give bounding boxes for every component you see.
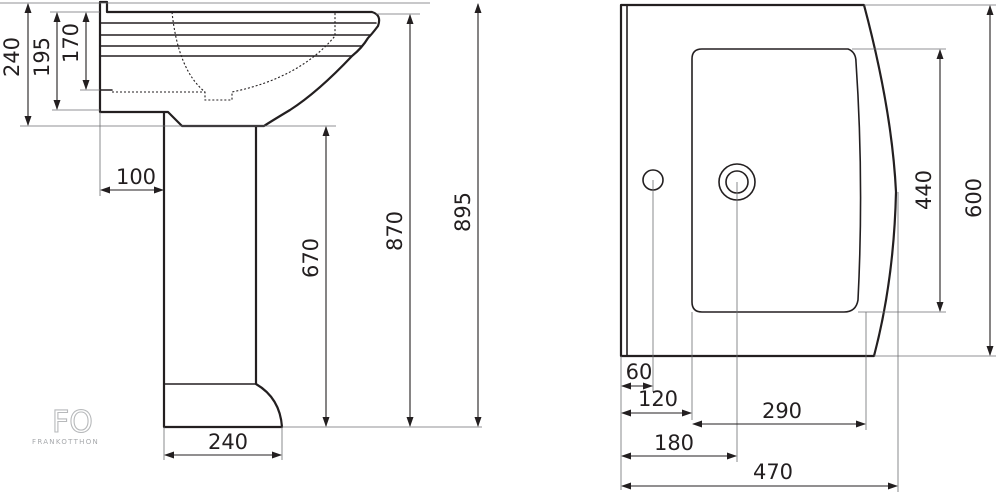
dimension-100: 100 (100, 165, 164, 194)
side-view: 240 195 170 100 670 (0, 0, 482, 460)
dimension-870: 870 (383, 14, 414, 427)
svg-text:60: 60 (626, 360, 653, 384)
dimension-670: 670 (299, 126, 330, 427)
top-outline (619, 3, 898, 358)
dimension-240-left: 240 (0, 3, 32, 126)
svg-text:670: 670 (299, 238, 323, 278)
dimension-470: 470 (621, 460, 898, 490)
pedestal-outline (162, 112, 284, 429)
logo-name: FRANKOTTHON (32, 438, 99, 446)
dimension-240-base: 240 (164, 430, 282, 459)
svg-text:240: 240 (0, 37, 24, 77)
svg-text:600: 600 (962, 178, 986, 218)
svg-text:895: 895 (451, 192, 475, 232)
brand-logo: FO FRANKOTTHON (32, 404, 99, 446)
svg-text:290: 290 (762, 399, 802, 423)
svg-text:100: 100 (116, 165, 156, 189)
dimension-120: 120 (621, 387, 692, 417)
svg-text:470: 470 (753, 460, 793, 484)
svg-text:440: 440 (912, 170, 936, 210)
logo-letters: FO (52, 405, 93, 440)
svg-text:240: 240 (208, 430, 248, 454)
dimension-195: 195 (30, 12, 61, 110)
dimension-895: 895 (451, 3, 482, 427)
svg-text:180: 180 (654, 431, 694, 455)
svg-text:870: 870 (383, 211, 407, 251)
basin-outline (98, 0, 381, 128)
svg-text:120: 120 (638, 387, 678, 411)
bowl-outline (691, 48, 862, 313)
dimension-60: 60 (621, 360, 653, 390)
dimension-440: 440 (912, 49, 944, 312)
top-view: 440 600 60 120 290 (619, 3, 996, 492)
svg-text:195: 195 (30, 37, 54, 77)
hidden-bowl (171, 11, 336, 101)
dimension-170: 170 (59, 12, 90, 90)
dimension-180: 180 (621, 431, 737, 460)
svg-text:170: 170 (59, 23, 83, 63)
dimension-600: 600 (962, 5, 994, 356)
dimension-290: 290 (692, 399, 866, 428)
